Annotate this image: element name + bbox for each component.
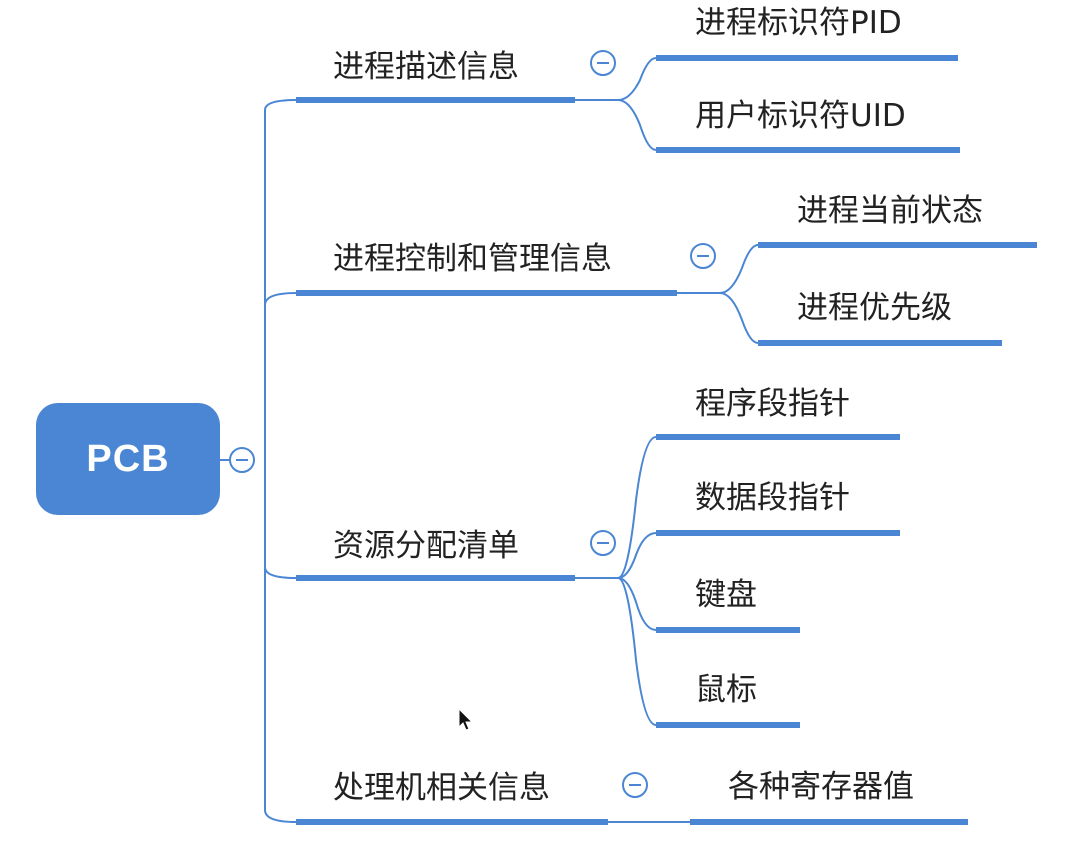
leaf-label-current-state[interactable]: 进程当前状态 [797, 193, 983, 229]
branch-label-processor-info[interactable]: 处理机相关信息 [333, 770, 550, 806]
root-label: PCB [86, 437, 170, 480]
root-node-pcb[interactable]: PCB [36, 403, 220, 515]
branch-4-collapse-icon[interactable] [622, 772, 648, 798]
branch-label-process-description[interactable]: 进程描述信息 [333, 49, 519, 85]
branch-3-curves [575, 436, 657, 726]
leaf-label-pid[interactable]: 进程标识符PID [695, 5, 902, 41]
trunk-line [264, 99, 297, 823]
mouse-pointer-icon [458, 708, 474, 731]
leaf-label-data-segment-pointer[interactable]: 数据段指针 [695, 480, 850, 516]
branch-label-resource-list[interactable]: 资源分配清单 [333, 528, 519, 564]
branch-label-process-control[interactable]: 进程控制和管理信息 [333, 241, 612, 277]
leaf-label-code-segment-pointer[interactable]: 程序段指针 [695, 386, 850, 422]
branch-2-curves [677, 244, 759, 344]
leaf-label-registers[interactable]: 各种寄存器值 [728, 769, 914, 805]
branch-3-collapse-icon[interactable] [590, 530, 616, 556]
leaf-label-mouse[interactable]: 鼠标 [695, 672, 757, 708]
branch-1-curves [575, 57, 657, 151]
branch-2-collapse-icon[interactable] [690, 243, 716, 269]
leaf-label-uid[interactable]: 用户标识符UID [695, 98, 906, 134]
branch-1-collapse-icon[interactable] [590, 50, 616, 76]
root-collapse-icon[interactable] [229, 447, 255, 473]
leaf-label-keyboard[interactable]: 键盘 [695, 577, 757, 613]
leaf-label-priority[interactable]: 进程优先级 [797, 290, 952, 326]
